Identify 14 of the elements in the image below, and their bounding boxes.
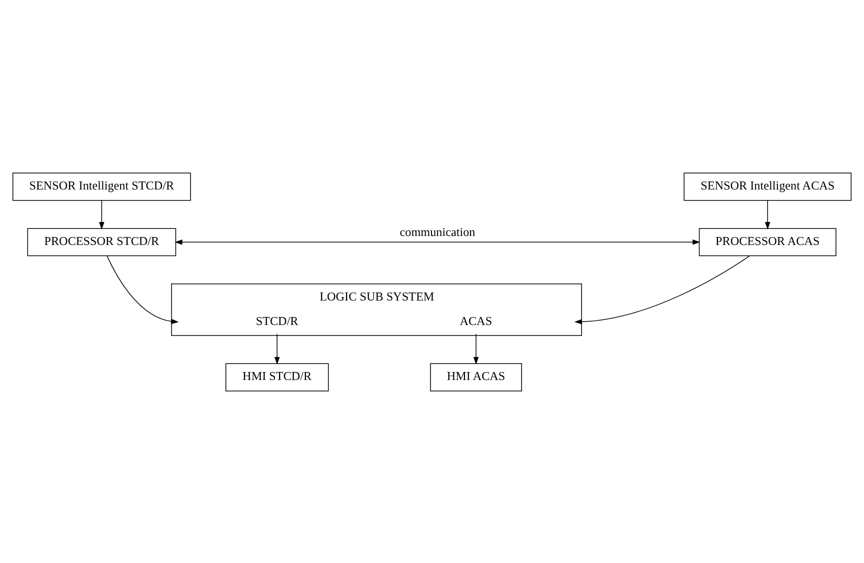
node-box: PROCESSOR ACAS (698, 228, 836, 256)
node-box: SENSOR Intelligent ACAS (684, 172, 852, 200)
arrow (764, 200, 770, 230)
arrow (174, 238, 700, 244)
node-box: HMI STCD/R (225, 362, 329, 391)
node-box: HMI ACAS (430, 362, 522, 391)
arrow (473, 333, 479, 364)
node-box: PROCESSOR STCD/R (27, 228, 176, 256)
arrow (274, 333, 280, 364)
arrow (574, 255, 750, 324)
arrow (106, 255, 179, 324)
node-box: SENSOR Intelligent STCD/R (12, 172, 191, 200)
arrow (99, 200, 104, 230)
edge-label: communication (400, 224, 476, 238)
